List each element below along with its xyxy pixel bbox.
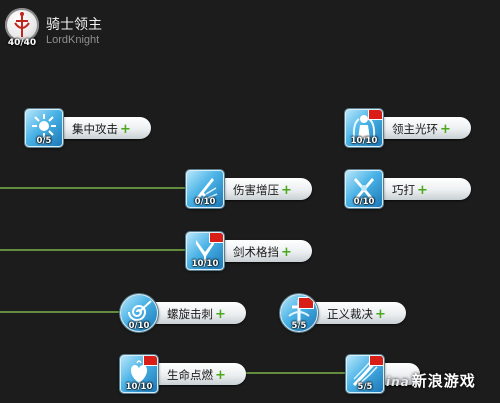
new-badge-icon (298, 297, 314, 309)
skill-name-plate (200, 178, 312, 200)
skill-add-point-button[interactable]: + (281, 183, 292, 198)
skill-level: 0/10 (194, 197, 216, 207)
skill-name-plate (134, 302, 246, 324)
class-emblem-icon (5, 8, 39, 42)
new-badge-icon (368, 110, 382, 120)
skill-add-point-button[interactable]: + (215, 368, 226, 383)
skill-name: 剑术格挡 (233, 245, 279, 259)
crossed-swords-icon[interactable]: 0/10 (345, 170, 383, 208)
skill-node-damage-boost[interactable]: 伤害增压+ 0/10 (186, 170, 316, 208)
parry-icon[interactable]: 10/10 (186, 232, 224, 270)
skill-name: 螺旋击刺 (167, 307, 213, 321)
skill-node-righteous-judgment[interactable]: 正义裁决+ 5/5 (280, 294, 410, 332)
burst-icon[interactable]: 0/5 (25, 109, 63, 147)
skill-level: 5/5 (357, 382, 373, 392)
slash-icon[interactable]: 5/5 (346, 355, 384, 393)
skill-add-point-button[interactable]: + (281, 245, 292, 260)
skill-name-plate (294, 302, 406, 324)
skill-name-plate (359, 178, 471, 200)
skill-add-point-button[interactable]: + (375, 307, 386, 322)
skill-node-lord-aura[interactable]: 领主光环+ 10/10 (345, 109, 475, 147)
heart-flame-icon[interactable]: 10/10 (120, 355, 158, 393)
watermark-text: 新浪游戏 (411, 372, 476, 390)
skill-level: 0/5 (36, 136, 52, 146)
skill-node-life-ignite[interactable]: 生命点燃+ 10/10 (120, 355, 250, 393)
judgment-icon[interactable]: 5/5 (280, 294, 318, 332)
sina-logo-icon: ina (386, 375, 410, 389)
skill-name: 伤害增压 (233, 183, 279, 197)
skill-node-skillful-strike[interactable]: 巧打+ 0/10 (345, 170, 475, 208)
skill-add-point-button[interactable]: + (120, 122, 131, 137)
skill-name-plate (134, 363, 246, 385)
new-badge-icon (369, 356, 383, 366)
sword-boost-icon[interactable]: 0/10 (186, 170, 224, 208)
skill-node-sword-parry[interactable]: 剑术格挡+ 10/10 (186, 232, 316, 270)
skill-level: 0/10 (128, 321, 150, 331)
class-name: 骑士领主 (46, 17, 102, 33)
skill-level: 10/10 (191, 259, 219, 269)
skill-name: 领主光环 (392, 122, 438, 136)
skill-name-plate (200, 240, 312, 262)
skill-level: 10/10 (125, 382, 153, 392)
skill-name: 巧打 (392, 183, 415, 197)
skill-node-focus-attack[interactable]: 集中攻击+ 0/5 (25, 109, 155, 147)
skill-add-point-button[interactable]: + (440, 122, 451, 137)
skill-node-last[interactable]: 5/5 (346, 355, 476, 393)
knight-aura-icon[interactable]: 10/10 (345, 109, 383, 147)
skill-name: 正义裁决 (327, 307, 373, 321)
skill-add-point-button[interactable]: + (215, 307, 226, 322)
skill-name-plate (359, 117, 471, 139)
class-subtitle: LordKnight (46, 34, 100, 46)
skill-level: 10/10 (350, 136, 378, 146)
skill-name: 集中攻击 (72, 122, 118, 136)
skill-name: 生命点燃 (167, 368, 213, 382)
new-badge-icon (209, 233, 223, 243)
skill-name-plate (39, 117, 151, 139)
skill-level: 5/5 (291, 321, 307, 331)
skill-node-spiral-thrust[interactable]: 螺旋击刺+ 0/10 (120, 294, 250, 332)
class-level: 40/40 (7, 38, 37, 48)
spiral-icon[interactable]: 0/10 (120, 294, 158, 332)
new-badge-icon (143, 356, 157, 366)
skill-level: 0/10 (353, 197, 375, 207)
skill-add-point-button[interactable]: + (417, 183, 428, 198)
